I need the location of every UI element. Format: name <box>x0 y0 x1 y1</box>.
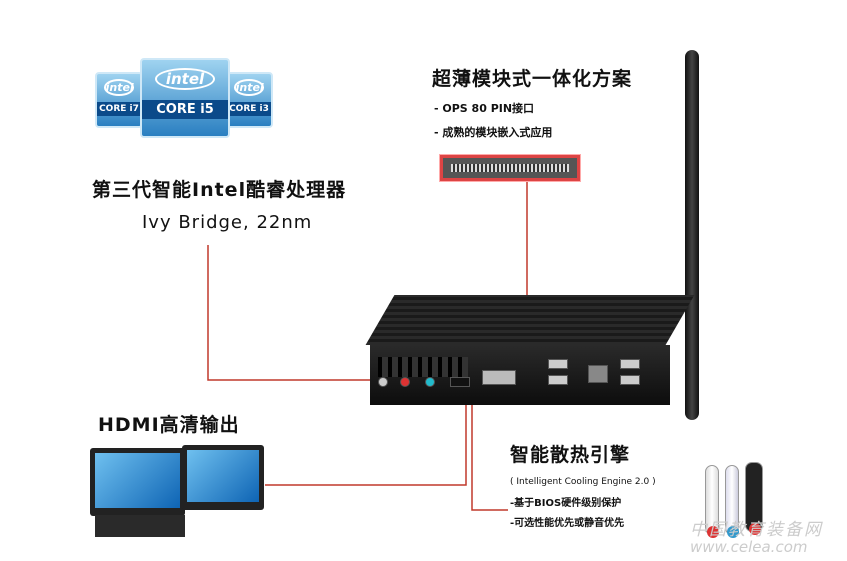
watermark-url: www.celea.com <box>690 538 808 556</box>
hdmi-callout-line <box>265 395 467 486</box>
audio-port <box>425 377 435 387</box>
intel-core-i5-badge: intel CORE i5 <box>140 58 230 138</box>
cooling-subtitle: ( Intelligent Cooling Engine 2.0 ) <box>510 477 656 487</box>
processor-title: 第三代智能Intel酷睿处理器 <box>92 179 347 201</box>
desktop-base <box>95 515 185 537</box>
thermometer-icon <box>745 462 763 535</box>
badge-model: CORE i3 <box>227 102 271 116</box>
cooling-bullet: -可选性能优先或静音优先 <box>510 518 625 529</box>
hdmi-title: HDMI高清输出 <box>98 414 240 436</box>
device-front-panel <box>370 345 670 405</box>
thermometer-icon <box>725 465 739 538</box>
badge-brand: intel <box>154 68 216 90</box>
thermometer-icon <box>705 465 719 538</box>
module-title: 超薄模块式一体化方案 <box>432 68 633 90</box>
vent <box>378 357 468 377</box>
audio-port <box>400 377 410 387</box>
module-bullet: - OPS 80 PIN接口 <box>434 102 535 115</box>
usb-port <box>620 359 640 369</box>
intel-core-i3-badge: intel CORE i3 <box>225 72 273 128</box>
ethernet-port <box>588 365 608 383</box>
intel-core-i7-badge: intel CORE i7 <box>95 72 143 128</box>
badge-model: CORE i5 <box>142 100 228 119</box>
monitor <box>90 448 185 516</box>
monitor <box>182 445 264 510</box>
power-button <box>378 377 388 387</box>
processor-callout-line <box>207 245 385 381</box>
ops-connector-image <box>440 155 580 181</box>
usb-port <box>620 375 640 385</box>
antenna <box>685 50 699 420</box>
cooling-title: 智能散热引擎 <box>510 444 631 466</box>
watermark-cn: 中国教育装备网 <box>690 520 823 540</box>
badge-brand: intel <box>233 79 265 96</box>
usb-port <box>548 375 568 385</box>
cooling-callout-line <box>471 395 508 511</box>
module-bullet: - 成熟的模块嵌入式应用 <box>434 126 553 139</box>
usb-port <box>548 359 568 369</box>
vga-port <box>482 370 516 385</box>
processor-subtitle: Ivy Bridge, 22nm <box>142 212 313 233</box>
device-top <box>365 295 695 345</box>
cooling-bullet: -基于BIOS硬件级别保护 <box>510 498 622 509</box>
badge-brand: intel <box>103 79 135 96</box>
badge-model: CORE i7 <box>97 102 141 116</box>
hdmi-port <box>450 377 470 387</box>
